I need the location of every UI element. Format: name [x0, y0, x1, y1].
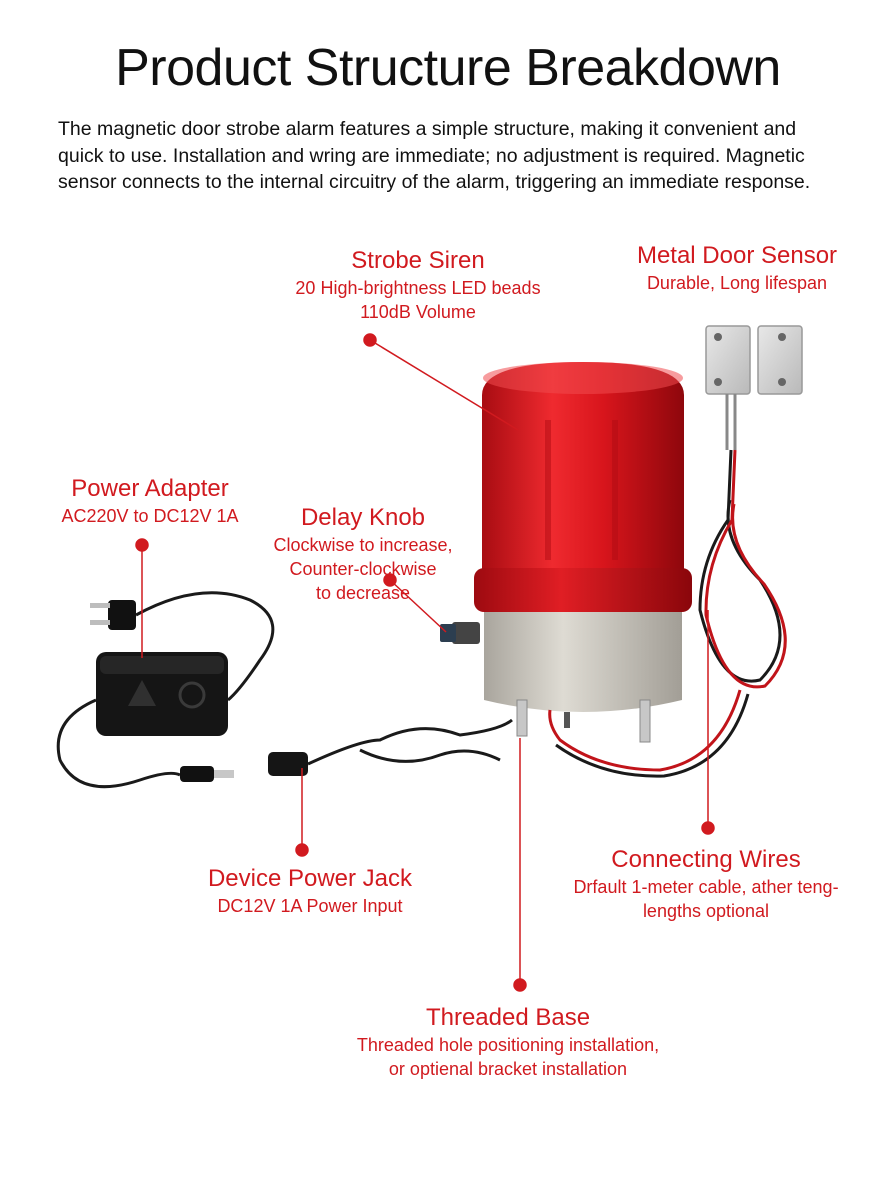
callout-text: DC12V 1A Power Input — [217, 896, 403, 916]
callout-heading: Threaded Base — [425, 1004, 591, 1031]
callout-text: Clockwise to increase, — [273, 535, 453, 555]
callout-text: 110dB Volume — [360, 302, 476, 322]
callout-door-sensor: Metal Door Sensor Durable, Long lifespan — [612, 241, 862, 295]
intro-line: The magnetic door strobe alarm features … — [58, 118, 797, 140]
callout-text: lengths optional — [642, 901, 770, 921]
callout-strobe-siren: Strobe Siren 20 High-brightness LED bead… — [268, 246, 568, 324]
callout-lines — [135, 333, 715, 992]
callout-text: Drfault 1-meter cable, ather teng- — [573, 877, 839, 897]
device-power-jack — [268, 718, 513, 776]
callout-connecting-wires: Connecting Wires Drfault 1-meter cable, … — [546, 845, 866, 923]
callout-power-adapter: Power Adapter AC220V to DC12V 1A — [30, 474, 270, 528]
callout-text: Durable, Long lifespan — [646, 273, 828, 293]
callout-heading: Device Power Jack — [207, 865, 413, 892]
callout-threaded-base: Threaded Base Threaded hole positioning … — [308, 1003, 708, 1081]
callout-text: Counter-clockwise — [289, 559, 437, 579]
callout-text: Threaded hole positioning installation, — [356, 1035, 660, 1055]
connecting-wires — [548, 449, 787, 778]
callout-delay-knob: Delay Knob Clockwise to increase, Counte… — [248, 503, 478, 605]
callout-heading: Metal Door Sensor — [636, 242, 838, 269]
callout-heading: Power Adapter — [71, 475, 229, 502]
metal-door-sensor — [705, 325, 803, 450]
callout-text: 20 High-brightness LED beads — [295, 278, 541, 298]
callout-heading: Delay Knob — [300, 504, 426, 531]
delay-knob — [440, 622, 480, 644]
page-title: Product Structure Breakdown — [115, 39, 781, 97]
callout-heading: Strobe Siren — [351, 247, 485, 274]
intro-paragraph: The magnetic door strobe alarm features … — [58, 116, 858, 196]
strobe-siren-body — [474, 362, 692, 743]
callout-text: or optienal bracket installation — [388, 1059, 628, 1079]
callout-heading: Connecting Wires — [611, 846, 801, 873]
intro-line: sensor connects to the internal circuitr… — [58, 171, 811, 193]
callout-power-jack: Device Power Jack DC12V 1A Power Input — [190, 864, 430, 918]
callout-text: to decrease — [315, 583, 411, 603]
power-adapter — [56, 591, 275, 789]
intro-line: quick to use. Installation and wring are… — [58, 144, 805, 167]
callout-text: AC220V to DC12V 1A — [61, 506, 239, 526]
